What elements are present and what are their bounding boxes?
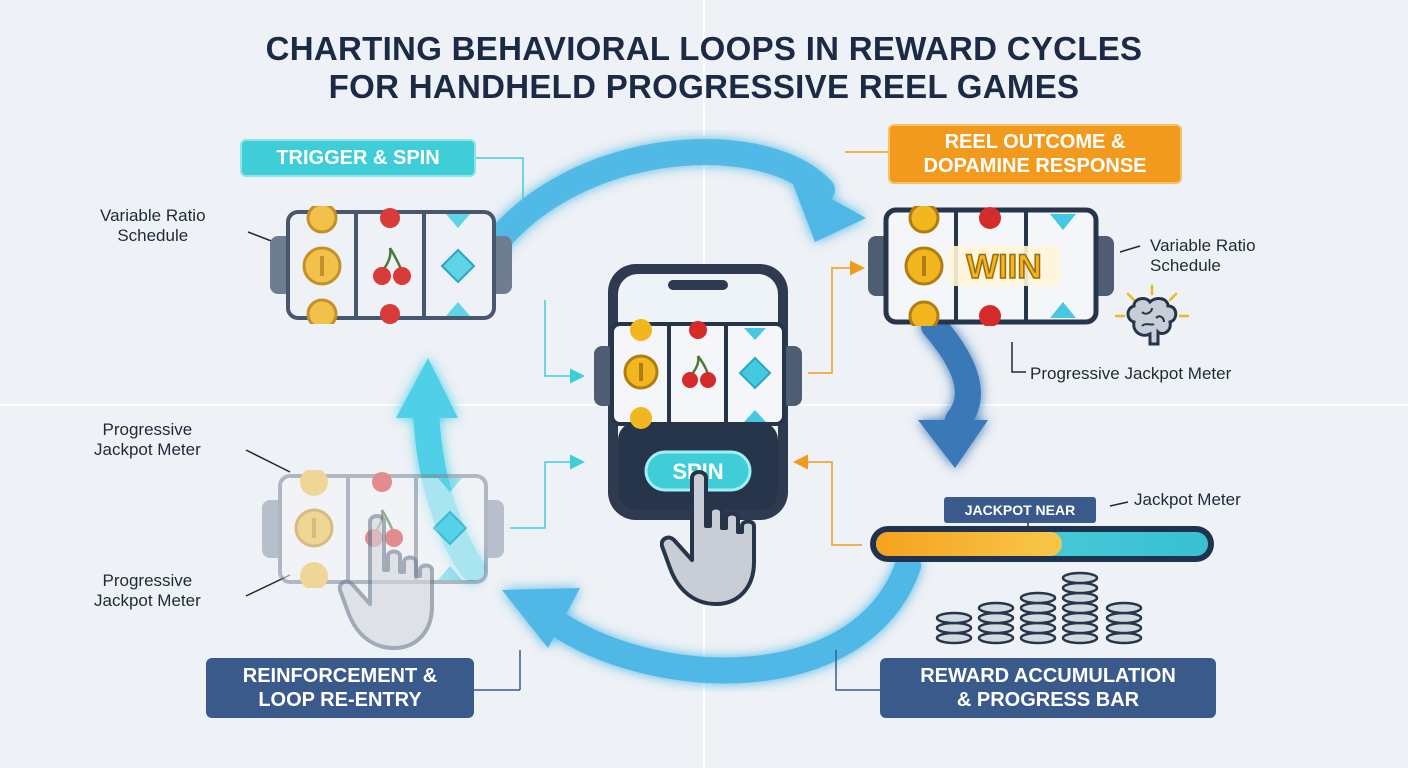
annotation-progressive-jackpot-right: Progressive Jackpot Meter: [1030, 364, 1232, 383]
coin: [1061, 581, 1099, 595]
cycle-arrow-bottom: [502, 553, 921, 684]
title-line-1: CHARTING BEHAVIORAL LOOPS IN REWARD CYCL…: [265, 30, 1143, 67]
coin: [977, 631, 1015, 645]
cherry-icon: [682, 355, 716, 388]
cherry-icon: [373, 247, 411, 285]
coin: [935, 611, 973, 625]
diagram-title: CHARTING BEHAVIORAL LOOPS IN REWARD CYCL…: [0, 30, 1408, 106]
cycle-arrow-top: [469, 139, 866, 275]
annotation-progressive-jackpot-left-1: Progressive Jackpot Meter: [94, 420, 201, 460]
hand-pointer-icon: [338, 514, 434, 650]
jackpot-near-label: JACKPOT NEAR: [964, 502, 1076, 518]
coin: [977, 621, 1015, 635]
stage-reinforcement-line-1: REINFORCEMENT &: [242, 665, 438, 687]
jackpot-near-badge: JACKPOT NEAR: [944, 497, 1096, 523]
stage-reward-line-2: & PROGRESS BAR: [956, 689, 1140, 711]
annotation-line: Schedule: [1150, 256, 1221, 275]
coin: [977, 611, 1015, 625]
diamond-icon: [738, 356, 772, 390]
coin: [1061, 611, 1099, 625]
coin-icon: [294, 508, 334, 548]
coin-icon: [302, 246, 342, 286]
stage-trigger-spin: TRIGGER & SPIN: [240, 139, 476, 177]
coin-stack-icon: [935, 571, 1143, 645]
coin-icon: [623, 354, 659, 390]
coin: [935, 621, 973, 635]
annotation-line: Schedule: [117, 226, 189, 245]
coin: [1061, 571, 1099, 585]
annotation-variable-ratio-right: Variable Ratio Schedule: [1150, 236, 1256, 276]
coin: [1105, 611, 1143, 625]
stage-trigger-label: TRIGGER & SPIN: [276, 146, 440, 169]
annotation-progressive-jackpot-left-2: Progressive Jackpot Meter: [94, 571, 201, 611]
diamond-icon: [440, 248, 476, 284]
diamond-icon: [432, 510, 468, 546]
title-line-2: FOR HANDHELD PROGRESSIVE REEL GAMES: [328, 68, 1080, 105]
slot-reel-trigger: [270, 206, 512, 324]
stage-reward-accumulation: REWARD ACCUMULATION & PROGRESS BAR: [880, 658, 1216, 718]
annotation-variable-ratio-left: Variable Ratio Schedule: [100, 206, 206, 246]
stage-reel-outcome: REEL OUTCOME & DOPAMINE RESPONSE: [888, 124, 1182, 184]
coin: [1019, 591, 1057, 605]
coin: [977, 601, 1015, 615]
coin: [1105, 631, 1143, 645]
brain-icon: [1114, 284, 1190, 346]
coin: [1019, 601, 1057, 615]
cycle-arrow-right: [918, 313, 988, 468]
annotation-jackpot-meter: Jackpot Meter: [1134, 490, 1241, 509]
stage-reinforcement-line-2: LOOP RE-ENTRY: [258, 689, 422, 711]
stage-reinforcement: REINFORCEMENT & LOOP RE-ENTRY: [206, 658, 474, 718]
coin: [1061, 591, 1099, 605]
annotation-line: Progressive: [102, 420, 193, 439]
annotation-line: Jackpot Meter: [94, 591, 201, 610]
coin: [1105, 601, 1143, 615]
coin: [1105, 621, 1143, 635]
win-text: WIIN: [966, 248, 1042, 286]
stage-outcome-line-1: REEL OUTCOME &: [944, 131, 1126, 153]
jackpot-progress-fill: [876, 532, 1062, 556]
coin: [1019, 631, 1057, 645]
annotation-line: Jackpot Meter: [94, 440, 201, 459]
annotation-line: Variable Ratio: [100, 206, 206, 225]
annotation-line: Variable Ratio: [1150, 236, 1256, 255]
coin: [935, 631, 973, 645]
hand-pointer-icon: [660, 470, 756, 606]
stage-reward-line-1: REWARD ACCUMULATION: [920, 665, 1176, 687]
coin: [1019, 621, 1057, 635]
slot-reel-outcome: WIIN: [868, 206, 1114, 326]
stage-outcome-line-2: DOPAMINE RESPONSE: [923, 155, 1147, 177]
coin: [1019, 611, 1057, 625]
coin: [1061, 601, 1099, 615]
annotation-line: Progressive: [102, 571, 193, 590]
coin: [1061, 631, 1099, 645]
jackpot-progress-bar: [870, 526, 1214, 562]
coin-icon: [904, 246, 944, 286]
coin: [1061, 621, 1099, 635]
